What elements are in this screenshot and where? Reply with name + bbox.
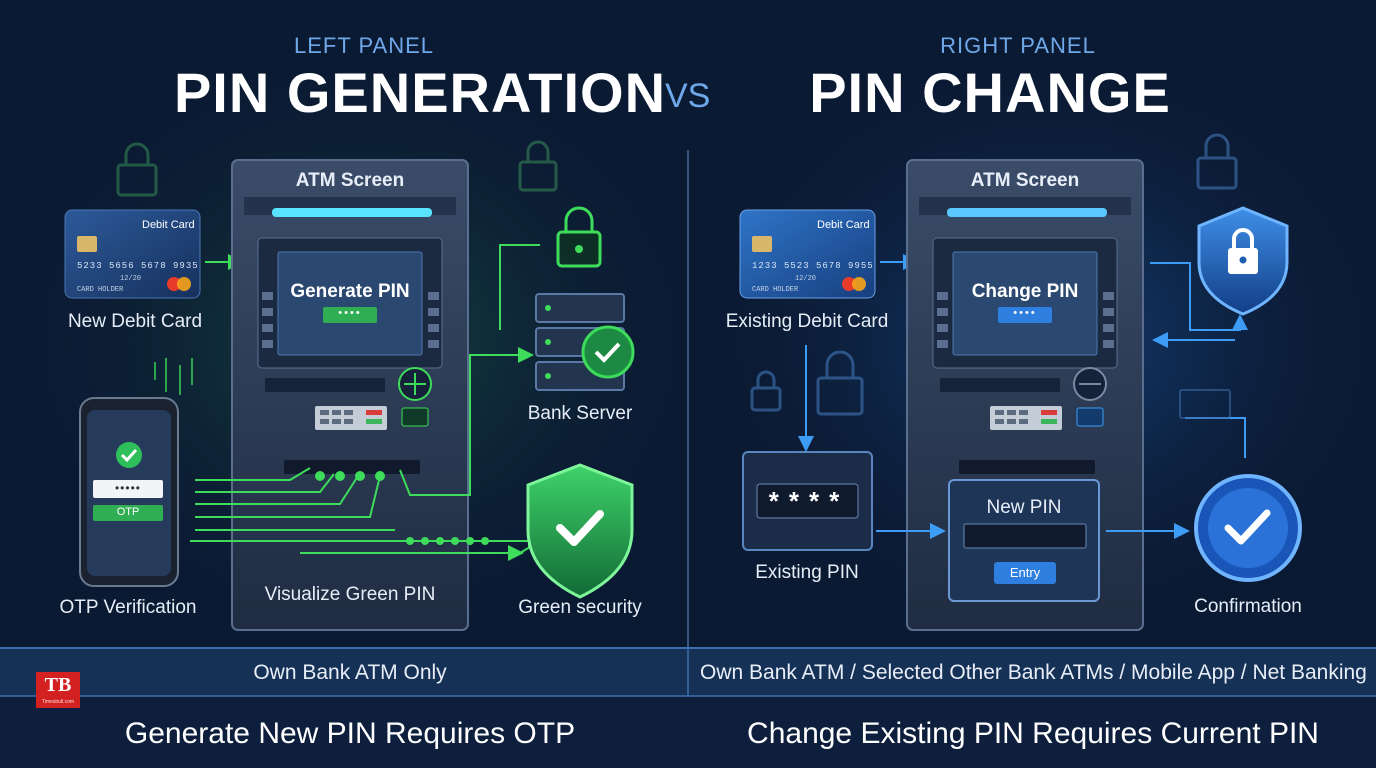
visualize-green-pin-label: Visualize Green PIN xyxy=(264,584,436,605)
right-footer-availability: Own Bank ATM / Selected Other Bank ATMs … xyxy=(700,661,1367,684)
otp-button[interactable]: OTP xyxy=(116,506,140,518)
right-card-type: Debit Card xyxy=(817,219,870,231)
right-atm-screen-text: Change PIN xyxy=(971,281,1079,302)
left-footer-availability: Own Bank ATM Only xyxy=(253,661,447,684)
left-atm-pin-dots: •••• xyxy=(338,307,362,319)
bank-server-label: Bank Server xyxy=(527,403,633,424)
right-panel-title: PIN CHANGE xyxy=(809,61,1171,124)
left-card-type: Debit Card xyxy=(142,219,195,231)
right-card-holder: CARD HOLDER xyxy=(752,286,799,294)
brand-logo-subtext: Timesbull.com xyxy=(41,699,75,705)
left-card-expiry: 12/20 xyxy=(120,275,142,283)
otp-verification-label: OTP Verification xyxy=(59,597,197,618)
new-debit-card-label: New Debit Card xyxy=(67,311,203,332)
existing-pin-field[interactable]: **** xyxy=(768,486,850,516)
otp-input[interactable]: ••••• xyxy=(114,481,141,495)
left-card-number: 5233 5656 5678 9935 xyxy=(77,261,199,271)
right-atm-pin-dots: •••• xyxy=(1013,307,1037,319)
confirmation-label: Confirmation xyxy=(1194,596,1302,617)
right-card-number: 1233 5523 5678 9955 xyxy=(752,261,874,271)
entry-button[interactable]: Entry xyxy=(1009,565,1041,580)
left-footer-summary: Generate New PIN Requires OTP xyxy=(124,717,576,750)
left-atm-screen-text: Generate PIN xyxy=(290,281,410,302)
right-panel-subtitle: RIGHT PANEL xyxy=(940,33,1096,58)
right-footer-summary: Change Existing PIN Requires Current PIN xyxy=(747,717,1319,750)
left-panel-subtitle: LEFT PANEL xyxy=(293,33,434,58)
left-card-holder: CARD HOLDER xyxy=(77,286,124,294)
left-panel-title: PIN GENERATION xyxy=(173,61,667,124)
new-pin-input[interactable] xyxy=(964,524,1086,548)
green-security-label: Green security xyxy=(518,597,642,618)
left-atm-header: ATM Screen xyxy=(295,170,405,191)
vs-label: VS xyxy=(665,77,711,115)
brand-logo: TB xyxy=(44,674,72,696)
new-pin-title: New PIN xyxy=(986,497,1062,518)
right-card-expiry: 12/20 xyxy=(795,275,817,283)
existing-pin-label: Existing PIN xyxy=(755,562,859,583)
existing-debit-card-label: Existing Debit Card xyxy=(725,311,889,332)
right-atm-header: ATM Screen xyxy=(970,170,1080,191)
